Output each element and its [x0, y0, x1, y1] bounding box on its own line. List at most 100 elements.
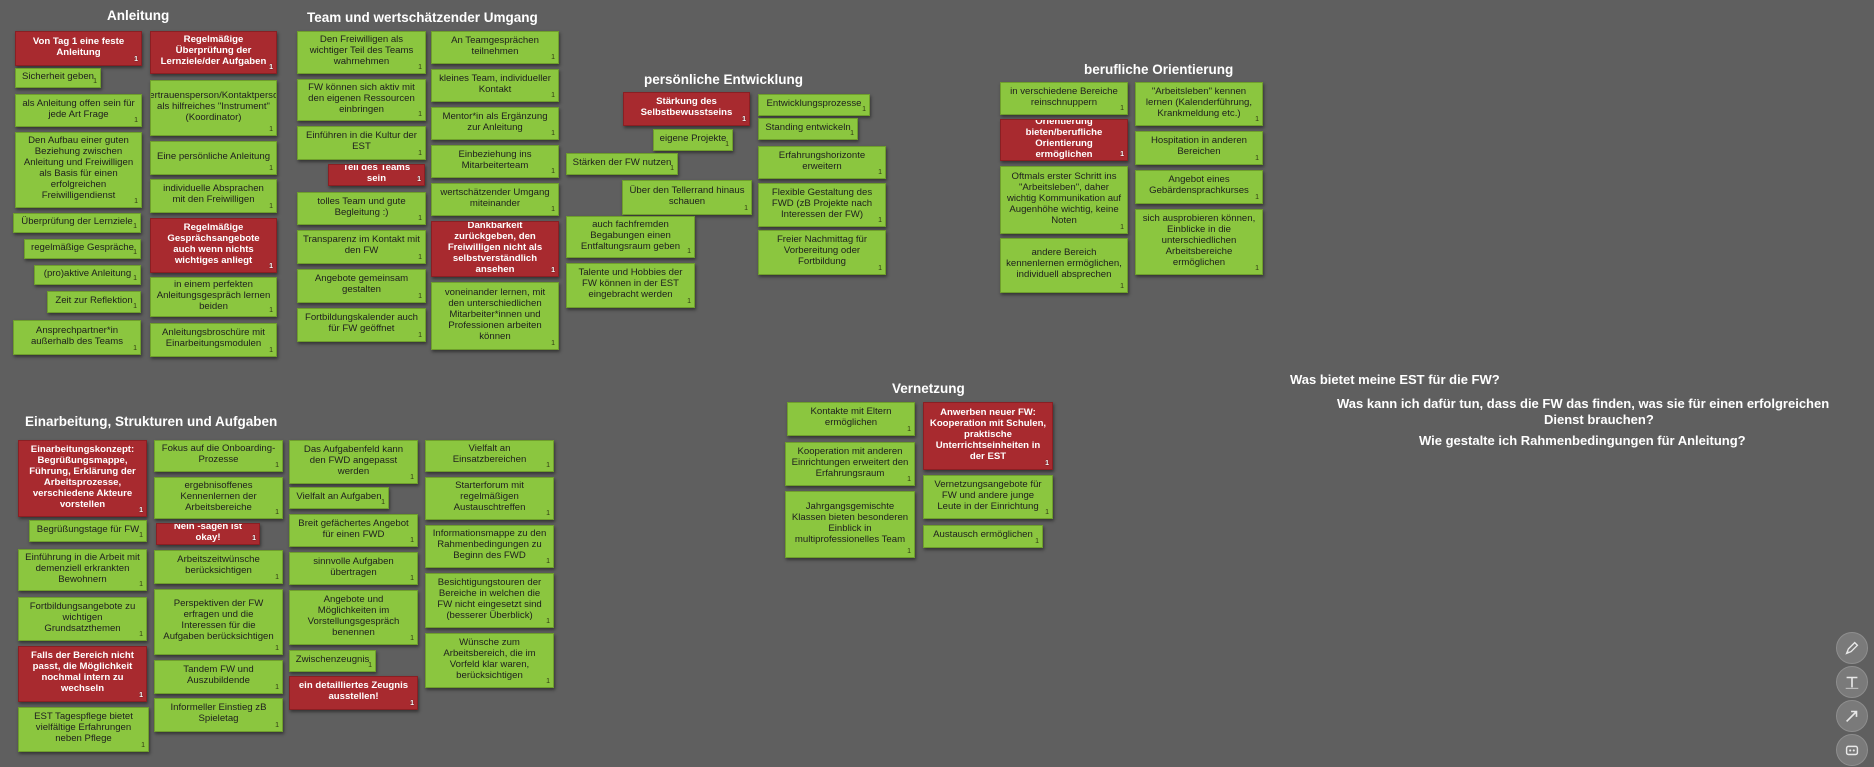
note-text: Besichtigungstouren der Bereiche in welc…: [437, 576, 542, 621]
template-tool-button[interactable]: [1836, 734, 1868, 766]
sticky-note[interactable]: ein detailliertes Zeugnis ausstellen!1: [289, 676, 418, 710]
sticky-note[interactable]: individuelle Absprachen mit den Freiwill…: [150, 179, 277, 213]
sticky-note[interactable]: Angebote und Möglichkeiten im Vorstellun…: [289, 590, 418, 645]
vote-badge: 1: [410, 537, 414, 544]
sticky-note[interactable]: Freier Nachmittag für Vorbereitung oder …: [758, 230, 886, 275]
sticky-note[interactable]: Fortbildungskalender auch für FW geöffne…: [297, 308, 426, 342]
sticky-note[interactable]: Talente und Hobbies der FW können in der…: [566, 263, 695, 308]
sticky-note[interactable]: andere Bereich kennenlernen ermöglichen,…: [1000, 238, 1128, 293]
sticky-note[interactable]: FW können sich aktiv mit den eigenen Res…: [297, 79, 426, 121]
sticky-note[interactable]: Informationsmappe zu den Rahmenbedingung…: [425, 525, 554, 568]
vote-badge: 1: [275, 574, 279, 581]
sticky-note[interactable]: Erfahrungshorizonte erweitern 1: [758, 146, 886, 179]
question-text: Was kann ich dafür tun, dass die FW das …: [1337, 396, 1830, 411]
sticky-note[interactable]: Falls der Bereich nicht passt, die Mögli…: [18, 646, 147, 702]
arrow-tool-button[interactable]: [1836, 700, 1868, 732]
sticky-note[interactable]: Oftmals erster Schritt ins "Arbeitsleben…: [1000, 166, 1128, 234]
sticky-note[interactable]: Starterforum mit regelmäßigen Austauscht…: [425, 477, 554, 520]
sticky-note[interactable]: sich ausprobieren können, Einblicke in d…: [1135, 209, 1263, 275]
note-text: Den Freiwilligen als wichtiger Teil des …: [309, 34, 414, 67]
sticky-note[interactable]: Den Aufbau einer guten Beziehung zwische…: [15, 132, 142, 208]
vote-badge: 1: [546, 678, 550, 685]
sticky-note[interactable]: tolles Team und gute Begleitung :)1: [297, 192, 426, 225]
note-text: regelmäßige Gespräche: [31, 241, 134, 253]
sticky-note[interactable]: Wünsche zum Arbeitsbereich, die im Vorfe…: [425, 633, 554, 688]
sticky-note[interactable]: Regelmäßige Überprüfung der Lernziele/de…: [150, 31, 277, 74]
note-text: sinnvolle Aufgaben übertragen: [313, 555, 394, 578]
sticky-note[interactable]: Flexible Gestaltung des FWD (zB Projekte…: [758, 183, 886, 227]
sticky-note[interactable]: Perspektiven der FW erfragen und die Int…: [154, 589, 283, 655]
sticky-note[interactable]: "Arbeitsleben" kennen lernen (Kalenderfü…: [1135, 82, 1263, 126]
note-text: Erfahrungshorizonte erweitern: [778, 149, 866, 172]
sticky-note[interactable]: EST Tagespflege bietet vielfältige Erfah…: [18, 707, 149, 752]
heading-anleitung: Anleitung: [107, 8, 170, 23]
sticky-note[interactable]: Anleitungsbroschüre mit Einarbeitungsmod…: [150, 323, 277, 357]
sticky-note[interactable]: Jahrgangsgemischte Klassen bieten besond…: [785, 491, 915, 558]
sticky-note[interactable]: Vernetzungsangebote für FW und andere ju…: [923, 475, 1053, 519]
sticky-note[interactable]: Dankbarkeit zurückgeben, den Freiwillige…: [431, 221, 559, 277]
sticky-note[interactable]: auch fachfremden Begabungen einen Entfal…: [566, 216, 695, 258]
sticky-note[interactable]: Fortbildungsangebote zu wichtigen Grunds…: [18, 597, 147, 641]
sticky-note[interactable]: Kooperation mit anderen Einrichtungen er…: [785, 442, 915, 486]
sticky-note[interactable]: ergebnisoffenes Kennenlernen der Arbeits…: [154, 477, 283, 519]
vote-badge: 1: [878, 169, 882, 176]
text-tool-button[interactable]: [1836, 666, 1868, 698]
sticky-note[interactable]: Nein -sagen ist okay!1: [156, 523, 260, 545]
sticky-note[interactable]: Besichtigungstouren der Bereiche in welc…: [425, 573, 554, 628]
sticky-note[interactable]: Einarbeitungskonzept: Begrüßungsmappe, F…: [18, 440, 147, 517]
sticky-note[interactable]: Einführung in die Arbeit mit demenziell …: [18, 549, 147, 591]
sticky-note[interactable]: in einem perfekten Anleitungsgespräch le…: [150, 277, 277, 317]
sticky-note[interactable]: Den Freiwilligen als wichtiger Teil des …: [297, 31, 426, 74]
note-text: Angebot eines Gebärdensprachkurses: [1149, 174, 1249, 196]
sticky-note[interactable]: voneinander lernen, mit den unterschiedl…: [431, 282, 559, 350]
sticky-note[interactable]: Das Aufgabenfeld kann den FWD angepasst …: [289, 440, 418, 484]
sticky-note[interactable]: Orientierung bieten/berufliche Orientier…: [1000, 119, 1128, 161]
vote-badge: 1: [1120, 151, 1124, 158]
sticky-note[interactable]: Vertrauensperson/Kontaktperson als hilfr…: [150, 80, 277, 136]
sticky-note[interactable]: als Anleitung offen sein für jede Art Fr…: [15, 94, 142, 127]
pen-tool-button[interactable]: [1836, 632, 1868, 664]
sticky-note[interactable]: Anwerben neuer FW: Kooperation mit Schul…: [923, 402, 1053, 470]
vote-badge: 1: [1120, 105, 1124, 112]
sticky-note[interactable]: Regelmäßige Gesprächsangebote auch wenn …: [150, 218, 277, 273]
